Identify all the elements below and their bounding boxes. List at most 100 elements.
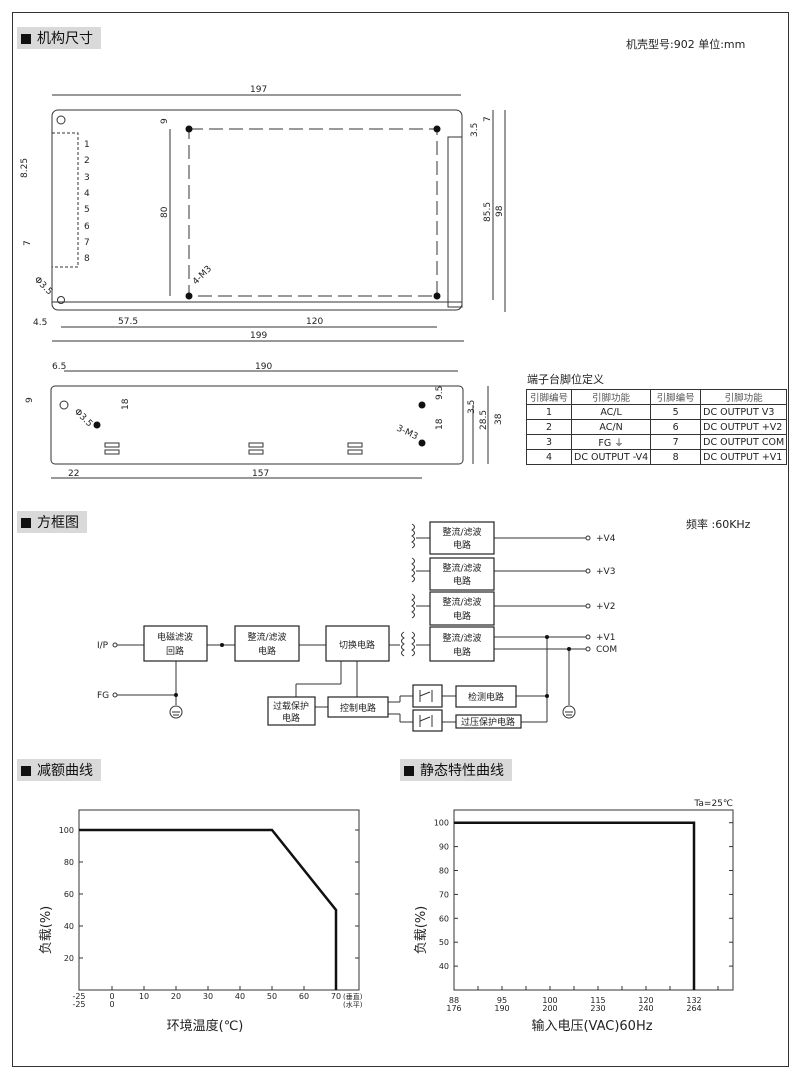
ground-icon bbox=[562, 705, 576, 719]
dim-label: 6.5 bbox=[52, 362, 66, 372]
y-tick-label: 100 bbox=[59, 826, 74, 835]
pin-number: 4 bbox=[84, 189, 90, 199]
x-tick-label: 115 bbox=[590, 996, 605, 1005]
dim-label: 28.5 bbox=[479, 410, 489, 430]
cell: DC OUTPUT +V1 bbox=[700, 449, 788, 465]
x-tick-label: 60 bbox=[299, 992, 309, 1001]
output-label: COM bbox=[596, 645, 617, 655]
hole bbox=[433, 292, 441, 300]
cell: 8 bbox=[650, 449, 702, 465]
box-label: 过载保护 bbox=[273, 700, 309, 712]
dim-label: 18 bbox=[435, 418, 445, 430]
y-axis-title: 负载(%) bbox=[414, 906, 429, 955]
x-tick-label: 88 bbox=[449, 996, 459, 1005]
dim-label: 190 bbox=[255, 362, 272, 372]
section-title: 静态特性曲线 bbox=[420, 763, 504, 779]
x-tick-label-secondary: 264 bbox=[686, 1004, 701, 1013]
box-label: 检测电路 bbox=[468, 691, 504, 703]
y-tick-label: 80 bbox=[439, 867, 449, 876]
x-tick-label: 50 bbox=[267, 992, 277, 1001]
x-tick-label-secondary: 190 bbox=[494, 1004, 509, 1013]
hole bbox=[418, 439, 426, 447]
dim-label: 9 bbox=[25, 397, 35, 403]
terminal-block bbox=[51, 132, 79, 268]
section-title: 方框图 bbox=[37, 515, 79, 531]
dim-label: 3-M3 bbox=[395, 424, 420, 443]
section-block-diagram: 方框图 bbox=[17, 511, 87, 533]
output-label: +V4 bbox=[596, 534, 616, 544]
output-label: +V1 bbox=[596, 633, 615, 643]
x-tick-label-secondary: 0 bbox=[109, 1000, 114, 1009]
pin-number: 3 bbox=[84, 173, 90, 183]
x-tick-label: -25 bbox=[72, 992, 85, 1001]
dim-label: 9 bbox=[160, 118, 170, 124]
dim-label: 3.5 bbox=[467, 400, 477, 414]
derating-line bbox=[79, 828, 338, 990]
section-title: 机构尺寸 bbox=[37, 31, 93, 47]
wires bbox=[117, 537, 586, 723]
hole bbox=[185, 292, 193, 300]
pin-number: 1 bbox=[84, 140, 90, 150]
x-tick-label-secondary: 240 bbox=[638, 1004, 653, 1013]
dim-label: 57.5 bbox=[118, 317, 138, 327]
pin-number: 7 bbox=[84, 238, 90, 248]
hole bbox=[418, 401, 426, 409]
x-tick-label-secondary: 176 bbox=[446, 1004, 461, 1013]
transformer-icon bbox=[401, 523, 430, 657]
box-label: 切换电路 bbox=[339, 639, 375, 651]
hole bbox=[93, 421, 101, 429]
x-tick-label: 95 bbox=[497, 996, 507, 1005]
side-view-drawing: 6.5 190 9 18 Φ3.5 22 157 9.5 18 3.5 28.5… bbox=[25, 362, 504, 479]
top-view-drawing: 1 2 3 4 5 6 7 8 197 199 57.5 120 4.5 80 … bbox=[20, 85, 506, 342]
x-tick-label-secondary: 200 bbox=[542, 1004, 557, 1013]
y-tick-label: 50 bbox=[439, 938, 449, 947]
x-tick-label: 132 bbox=[686, 996, 701, 1005]
box-label: 电路 bbox=[453, 610, 471, 622]
section-derating: 减额曲线 bbox=[17, 759, 101, 781]
y-tick-label: 90 bbox=[439, 843, 449, 852]
bracket bbox=[447, 136, 463, 308]
fg-label: FG bbox=[97, 691, 109, 701]
dim-label: 8.25 bbox=[20, 158, 30, 178]
pin-number: 6 bbox=[84, 222, 90, 232]
section-title: 减额曲线 bbox=[37, 763, 93, 779]
box-label: 整流/滤波 bbox=[442, 562, 481, 574]
mount-area bbox=[188, 128, 438, 297]
mount-holes bbox=[185, 125, 441, 300]
box-label: 电路 bbox=[453, 575, 471, 587]
dim-label: 199 bbox=[250, 331, 267, 341]
hole-3-5 bbox=[57, 296, 65, 304]
x-tick-label: 100 bbox=[542, 996, 557, 1005]
optocoupler-icon bbox=[412, 684, 443, 708]
frequency-note: 频率 :60KHz bbox=[686, 518, 751, 531]
vent-slots bbox=[104, 442, 363, 455]
x-tick-label-secondary: -25 bbox=[72, 1000, 85, 1009]
x-axis-title: 输入电压(VAC)60Hz bbox=[531, 1018, 652, 1034]
box-detect: 检测电路 bbox=[455, 685, 517, 708]
box-label: 电路 bbox=[282, 712, 300, 724]
box-label: 控制电路 bbox=[340, 702, 376, 714]
y-tick-label: 40 bbox=[439, 962, 449, 971]
pin-number: 2 bbox=[84, 156, 90, 166]
box-label: 电路 bbox=[453, 646, 471, 658]
x-tick-label: 120 bbox=[638, 996, 653, 1005]
section-static: 静态特性曲线 bbox=[400, 759, 512, 781]
box-label: 整流/滤波 bbox=[442, 632, 481, 644]
dim-label: 98 bbox=[495, 205, 505, 217]
hole bbox=[433, 125, 441, 133]
x-tick-label: 70 bbox=[331, 992, 341, 1001]
dim-label: 3.5 bbox=[470, 123, 480, 137]
y-tick-label: 80 bbox=[64, 858, 74, 867]
x-tick-label: 10 bbox=[139, 992, 149, 1001]
x-tick-label-secondary: 230 bbox=[590, 1004, 605, 1013]
x-tick-label: 40 bbox=[235, 992, 245, 1001]
x-axis-suffix: (垂直) bbox=[343, 992, 363, 1001]
